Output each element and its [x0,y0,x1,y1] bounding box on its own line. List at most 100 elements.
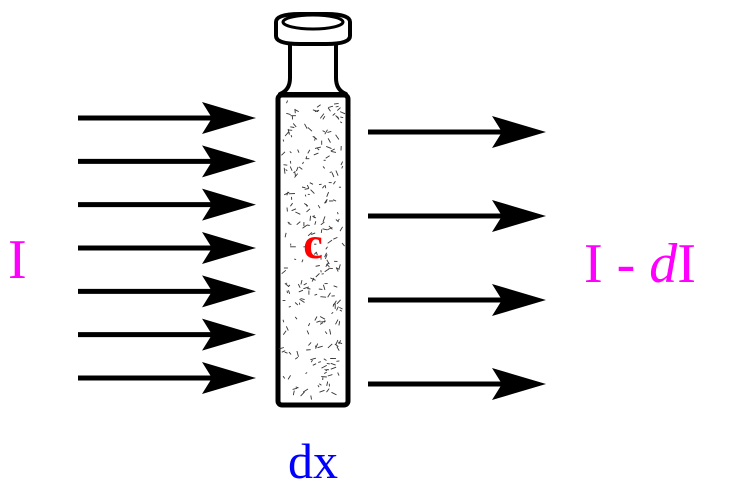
solution-particle [324,129,328,135]
solution-particle [296,350,299,357]
solution-particle [322,228,328,231]
solution-particle [312,215,317,219]
solution-particle [314,293,318,296]
solution-particle [289,160,292,164]
transmitted-arrow [368,116,546,148]
solution-particle [312,109,319,113]
solution-particle [314,221,317,225]
solution-particle [287,221,290,224]
solution-particle [294,302,299,306]
solution-particle [292,390,295,396]
solution-particle [294,172,296,177]
solution-particle [315,345,317,349]
solution-particle [335,170,339,176]
solution-particle [301,259,304,263]
solution-particle [304,188,309,190]
solution-particle [285,326,289,331]
transmitted-arrow [368,284,546,316]
transmitted-d: d [649,233,678,295]
arrow-head [492,368,546,400]
solution-particle [338,341,343,345]
solution-particle [298,289,304,293]
solution-particle [330,366,337,370]
solution-particle [283,164,288,166]
solution-particle [338,264,341,270]
solution-particle [298,166,303,170]
solution-particle [283,191,290,196]
solution-particle [316,104,321,108]
incident-arrow [78,232,256,264]
solution-particle [306,330,310,335]
transmitted-prefix: I - [584,233,649,295]
solution-particle [332,112,336,116]
solution-particles [278,100,346,400]
arrow-head [492,284,546,316]
solution-particle [322,284,326,291]
solution-particle [314,109,320,113]
solution-particle [319,322,324,325]
solution-particle [316,320,321,323]
solution-particle [331,312,334,314]
solution-particle [335,319,339,325]
solution-particle [299,298,305,303]
solution-particle [281,350,286,353]
solution-particle [306,184,310,189]
solution-particle [286,191,289,196]
solution-particle [327,107,331,112]
solution-particle [335,105,339,108]
arrow-head [202,102,256,134]
solution-particle [340,116,344,119]
arrow-head [202,188,256,221]
solution-particle [336,306,339,311]
solution-particle [327,374,333,377]
solution-particle [310,359,313,363]
solution-particle [326,388,330,393]
arrow-head [202,145,256,178]
solution-particle [284,232,287,238]
solution-particle [323,358,327,361]
solution-particle [295,211,301,215]
solution-particle [339,111,346,115]
solution-particle [304,123,308,129]
solution-particle [308,342,312,346]
solution-particle [325,155,330,159]
solution-particle [284,282,288,285]
solution-particle [333,180,336,185]
solution-particle [319,113,325,119]
solution-particle [331,172,335,178]
solution-particle [324,369,328,372]
solution-particle [324,198,328,204]
solution-particle [282,375,286,379]
solution-particle [341,242,345,247]
solution-particle [326,362,330,365]
solution-particle [320,229,323,233]
solution-particle [305,156,308,160]
solution-particle [335,134,340,140]
solution-particle [306,208,311,213]
solution-particle [300,391,305,397]
solution-particle [331,150,337,153]
solution-particle [326,145,332,150]
solution-particle [307,127,313,132]
solution-particle [317,385,320,388]
solution-particle [338,340,342,345]
solution-particle [304,194,307,197]
solution-particle [333,285,338,288]
solution-particle [294,356,299,360]
path-length-label: dx [288,433,338,484]
solution-particle [326,259,330,265]
concentration-label: c [303,219,323,268]
solution-particle [282,139,285,142]
solution-particle [321,365,327,369]
solution-particle [310,357,317,361]
solution-particle [322,130,326,133]
solution-particle [327,130,332,133]
solution-particle [317,204,321,209]
solution-particle [293,258,297,261]
solution-particle [302,161,304,165]
solution-particle [326,263,330,268]
solution-particle [335,219,339,223]
solution-particle [333,300,337,306]
solution-particle [327,239,333,244]
solution-particle [326,191,330,197]
